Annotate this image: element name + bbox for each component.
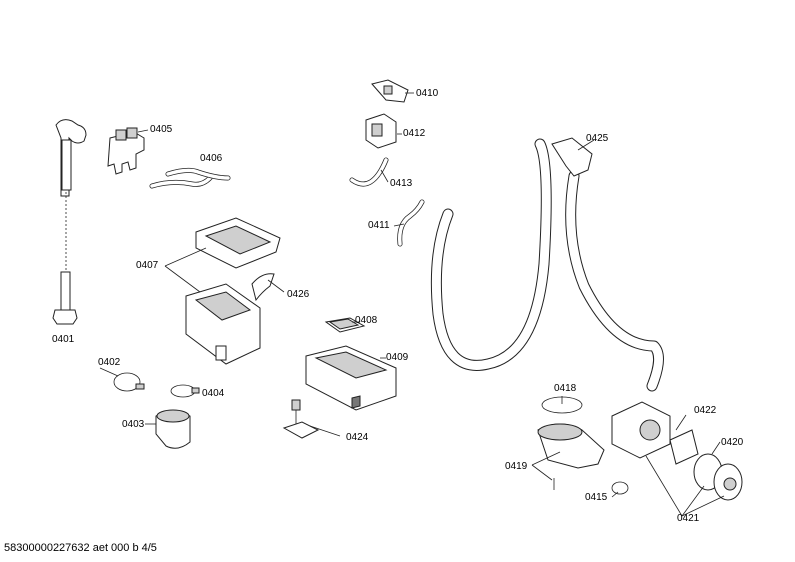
part-0406-hoses bbox=[149, 167, 231, 189]
label-0418: 0418 bbox=[554, 383, 577, 394]
document-footer: 58300000227632 aet 000 b 4/5 bbox=[4, 542, 157, 554]
label-0422: 0422 bbox=[694, 405, 717, 416]
part-0407-drawer-housing bbox=[185, 217, 281, 365]
label-0425: 0425 bbox=[586, 133, 609, 144]
label-0406: 0406 bbox=[200, 153, 223, 164]
part-0411-hose bbox=[397, 199, 425, 247]
part-0404-clamp bbox=[170, 384, 200, 398]
part-0424-bracket bbox=[282, 399, 320, 439]
leader-lines bbox=[99, 92, 725, 517]
part-0425-drain-hose bbox=[430, 137, 664, 392]
part-0413-hose bbox=[349, 157, 389, 187]
label-0424: 0424 bbox=[346, 432, 369, 443]
part-0405-inlet-valve bbox=[107, 127, 145, 175]
part-0412-pump bbox=[365, 113, 397, 149]
label-0405: 0405 bbox=[150, 124, 173, 135]
label-0412: 0412 bbox=[403, 128, 426, 139]
label-0421: 0421 bbox=[677, 513, 700, 524]
part-0415-clip bbox=[611, 481, 629, 495]
label-0426: 0426 bbox=[287, 289, 310, 300]
part-0403-connector bbox=[155, 409, 191, 449]
label-0413: 0413 bbox=[390, 178, 413, 189]
label-0420: 0420 bbox=[721, 437, 744, 448]
part-0402-clamp bbox=[113, 372, 145, 392]
part-0410-bracket bbox=[371, 79, 409, 103]
part-0426-flap bbox=[251, 273, 275, 302]
label-0410: 0410 bbox=[416, 88, 439, 99]
label-0402: 0402 bbox=[98, 357, 121, 368]
label-0409: 0409 bbox=[386, 352, 409, 363]
part-0420-filter bbox=[693, 453, 743, 501]
label-0403: 0403 bbox=[122, 419, 145, 430]
label-0407: 0407 bbox=[136, 260, 159, 271]
label-0411: 0411 bbox=[368, 220, 390, 231]
part-0409-drawer bbox=[305, 345, 397, 411]
part-0401-inlet-hose bbox=[52, 119, 87, 325]
label-0401: 0401 bbox=[52, 334, 75, 345]
label-0408: 0408 bbox=[355, 315, 378, 326]
part-0419-sump bbox=[537, 423, 605, 490]
label-0419: 0419 bbox=[505, 461, 528, 472]
part-0408-cap bbox=[324, 317, 366, 333]
label-0415: 0415 bbox=[585, 492, 608, 503]
label-0404: 0404 bbox=[202, 388, 225, 399]
part-0422-drain-pump bbox=[611, 401, 699, 465]
